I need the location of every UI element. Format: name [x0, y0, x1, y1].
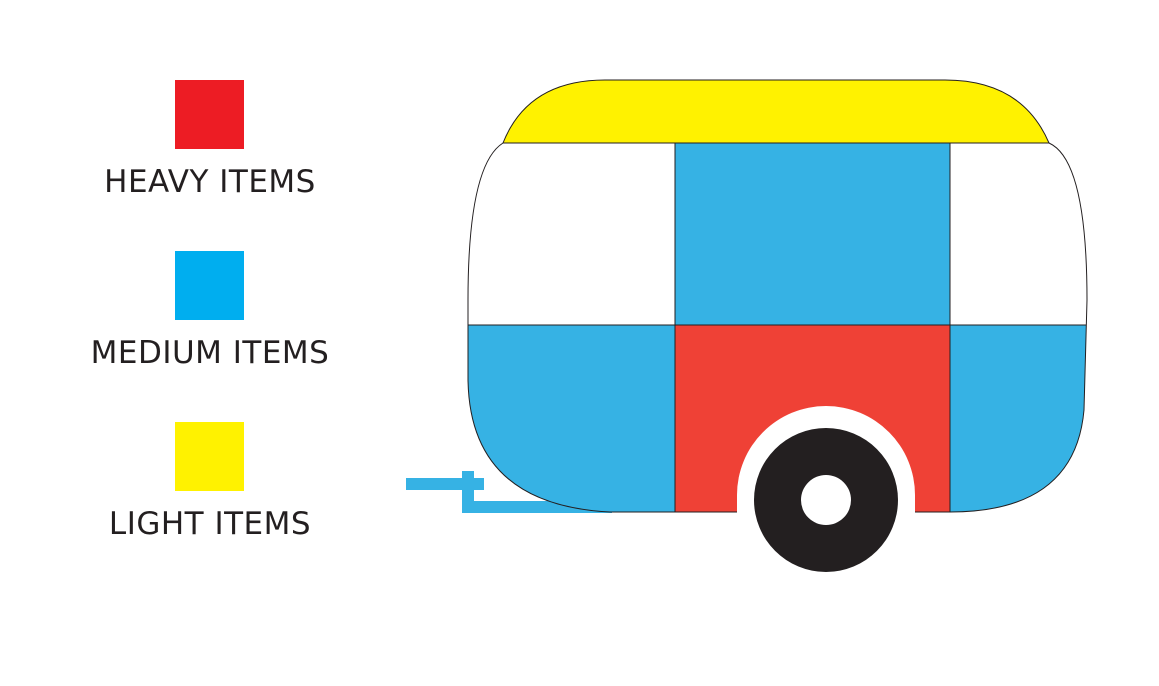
roof-light-zone [502, 79, 1050, 144]
medium-swatch [175, 251, 244, 320]
light-swatch [175, 422, 244, 491]
light-items-label: LIGHT ITEMS [108, 506, 312, 542]
upper-right-light-zone [950, 143, 1087, 325]
wheel-hub [801, 475, 851, 525]
heavy-items-label: HEAVY ITEMS [104, 164, 316, 200]
upper-left-light-zone [468, 143, 675, 325]
wheel [754, 428, 898, 572]
lower-left-medium-zone [468, 325, 675, 512]
medium-items-label: MEDIUM ITEMS [90, 335, 330, 371]
trailer-hitch [406, 471, 612, 513]
upper-center-medium-zone [675, 143, 950, 325]
legend: HEAVY ITEMS MEDIUM ITEMS LIGHT ITEMS [40, 0, 380, 686]
heavy-swatch [175, 80, 244, 149]
